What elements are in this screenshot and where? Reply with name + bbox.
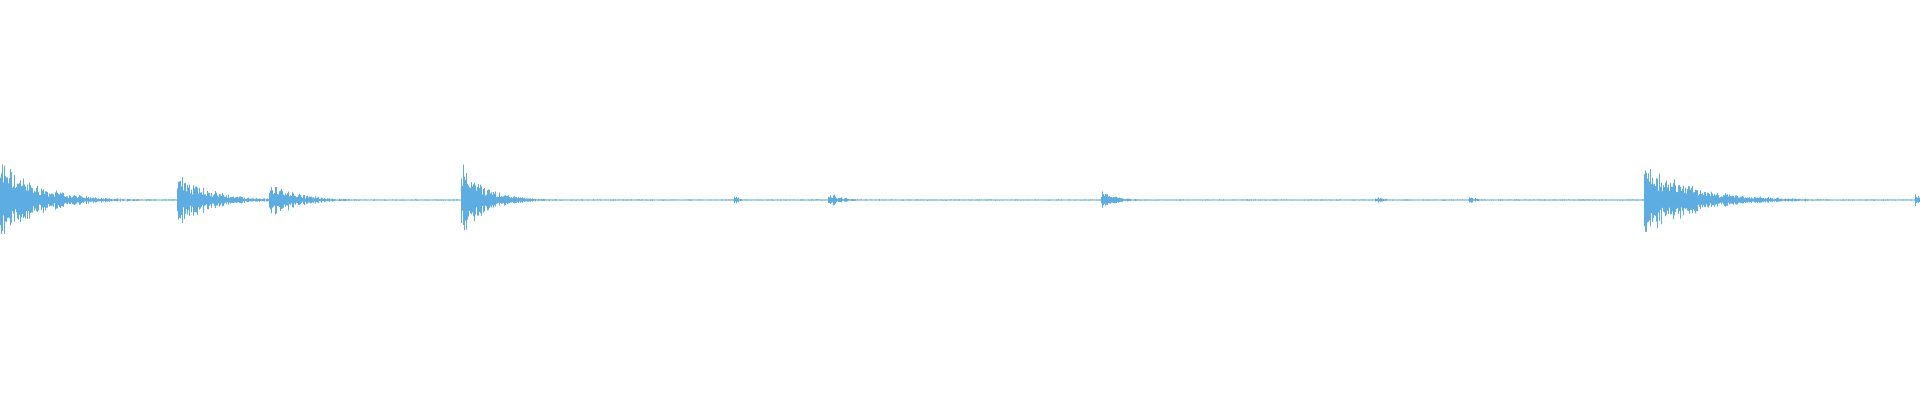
waveform-amplitude-bars [0,164,1920,235]
waveform-trace [0,164,1920,235]
